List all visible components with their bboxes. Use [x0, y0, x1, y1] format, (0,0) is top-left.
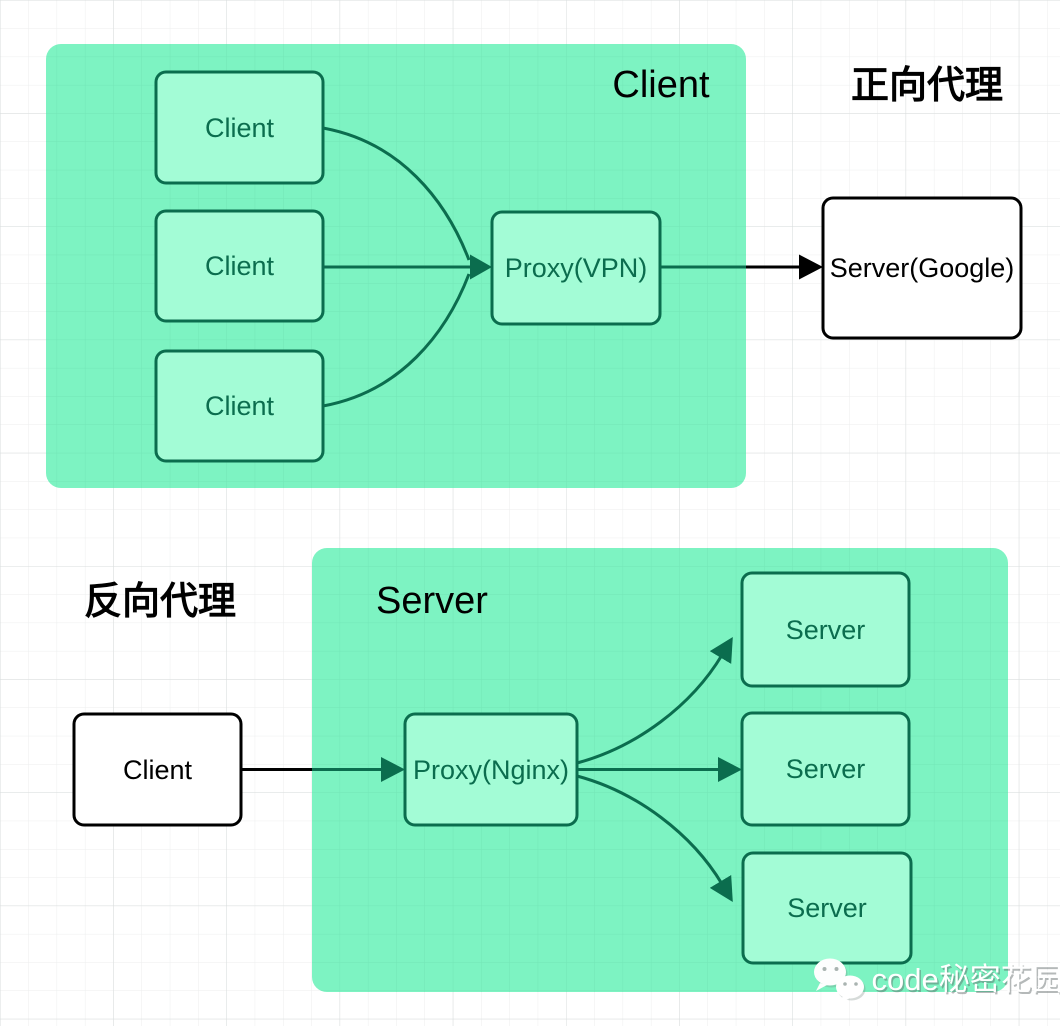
- converged-arrowhead-icon: [470, 254, 492, 280]
- forward-proxy-title: 正向代理: [851, 65, 1003, 107]
- node-client-2-box: [154, 209, 325, 323]
- arrow-client3-to-proxy: [322, 273, 471, 408]
- wechat-icon-rear-eye-left: [822, 967, 827, 971]
- node-client-external-box: [72, 712, 243, 827]
- wechat-icon-front-tail: [839, 996, 850, 1004]
- node-client-3-label: Client: [205, 391, 275, 421]
- node-server-1-box: [740, 571, 911, 688]
- wechat-icon-front-eye-left: [843, 982, 847, 986]
- node-proxy-vpn-box: [490, 210, 662, 326]
- node-client-1: Client: [154, 70, 325, 185]
- node-server-1-label: Server: [786, 615, 866, 645]
- node-proxy-vpn-label: Proxy(VPN): [505, 253, 648, 283]
- node-server-2: Server: [740, 711, 911, 827]
- reverse-proxy-title: 反向代理: [84, 581, 236, 623]
- node-client-1-box: [154, 70, 325, 185]
- node-client-1-label: Client: [205, 113, 275, 143]
- arrow-proxy-to-server1: [576, 636, 733, 765]
- wechat-icon-rear-bubble: [814, 958, 846, 986]
- node-client-3: Client: [154, 349, 325, 463]
- node-server-2-label: Server: [786, 754, 866, 784]
- node-proxy-vpn: Proxy(VPN): [490, 210, 662, 326]
- client-group-label: Client: [612, 64, 710, 106]
- node-server-3-label: Server: [787, 893, 867, 923]
- reverse-proxy-section: 反向代理 Server Client Proxy(Nginx) Server S…: [72, 548, 1008, 992]
- node-client-external-label: Client: [123, 755, 193, 785]
- arrow-proxy-to-server3: [576, 774, 733, 903]
- watermark-text: code秘密花园: [872, 962, 1060, 997]
- node-server-1: Server: [740, 571, 911, 688]
- arrow-client1-to-proxy: [322, 126, 471, 261]
- forward-proxy-section: Client 正向代理 Client Client Client Proxy(V…: [46, 44, 1023, 488]
- wechat-icon-front-bubble: [836, 975, 864, 999]
- node-server-google-label: Server(Google): [830, 253, 1015, 283]
- node-client-external: Client: [72, 712, 243, 827]
- watermark: code秘密花园 code秘密花园: [814, 958, 1060, 1004]
- wechat-icon-rear-tail: [816, 983, 827, 991]
- node-server-google: Server(Google): [821, 196, 1023, 340]
- node-client-2: Client: [154, 209, 325, 323]
- node-server-google-box: [821, 196, 1023, 340]
- node-proxy-nginx: Proxy(Nginx): [403, 712, 579, 827]
- wechat-icon: [814, 958, 866, 1004]
- node-server-3: Server: [741, 851, 913, 965]
- wechat-icon-front-eye-right: [854, 982, 858, 986]
- server-group-label: Server: [376, 580, 488, 622]
- node-proxy-nginx-box: [403, 712, 579, 827]
- wechat-icon-rear-eye-right: [834, 967, 839, 971]
- node-server-2-box: [740, 711, 911, 827]
- watermark-text-shadow: code秘密花园: [873, 964, 1060, 999]
- node-client-3-box: [154, 349, 325, 463]
- node-client-2-label: Client: [205, 251, 275, 281]
- node-proxy-nginx-label: Proxy(Nginx): [413, 755, 569, 785]
